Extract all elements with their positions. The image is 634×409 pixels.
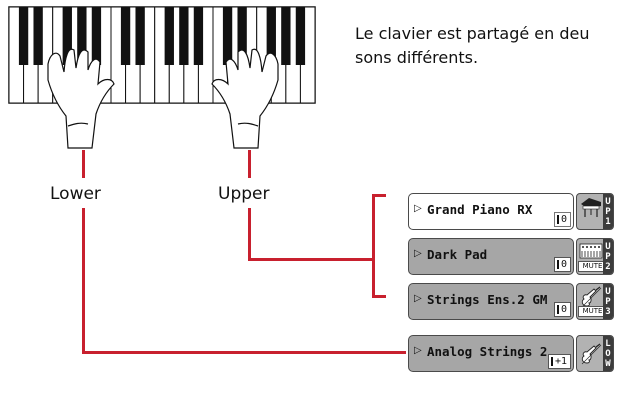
octave-icon — [556, 305, 559, 314]
caption-line-2: sons différents. — [355, 48, 479, 67]
upper-label: Upper — [218, 184, 270, 204]
track-sound-name: Analog Strings 2 — [427, 344, 548, 359]
black-key — [237, 7, 247, 65]
violin-icon — [581, 343, 602, 365]
track-icon-box-upper-3[interactable]: MUTE U P 3 — [576, 283, 614, 320]
play-arrow-icon: ▷ — [414, 345, 422, 356]
track-icon-box-upper-2[interactable]: MUTE U P 2 — [576, 238, 614, 275]
black-key — [295, 7, 306, 65]
black-key — [18, 7, 29, 65]
track-lower[interactable]: ▷ Analog Strings 2 +1 — [408, 335, 574, 372]
track-label-lower: L O W — [603, 336, 613, 371]
black-key — [179, 7, 189, 65]
caption-line-1: Le clavier est partagé en deu — [355, 24, 590, 43]
black-key — [193, 7, 204, 65]
black-key — [62, 7, 72, 65]
black-key — [222, 7, 233, 65]
black-key — [120, 7, 131, 65]
track-icon-box-lower[interactable]: L O W — [576, 335, 614, 372]
upper-connector-horizontal — [248, 258, 374, 261]
play-arrow-icon: ▷ — [414, 293, 422, 304]
black-key — [91, 7, 102, 65]
bracket-top — [372, 194, 386, 197]
black-key — [164, 7, 174, 65]
track-sound-name: Grand Piano RX — [427, 202, 533, 217]
lower-connector-top — [82, 150, 85, 178]
black-key — [33, 7, 43, 65]
right-hand-icon — [211, 48, 279, 149]
octave-transpose-indicator: 0 — [553, 257, 571, 272]
octave-transpose-indicator: 0 — [553, 302, 571, 317]
upper-connector-top — [248, 150, 251, 178]
track-label-upper-2: U P 2 — [603, 239, 613, 274]
violin-icon — [581, 286, 602, 308]
black-key — [135, 7, 145, 65]
play-arrow-icon: ▷ — [414, 203, 422, 214]
track-label-upper-3: U P 3 — [603, 284, 613, 319]
track-sound-name: Strings Ens.2 GM — [427, 292, 548, 307]
caption-text: Le clavier est partagé en deu sons diffé… — [355, 22, 634, 70]
upper-connector-vertical — [248, 208, 251, 260]
octave-icon — [556, 215, 559, 224]
black-key — [281, 7, 291, 65]
lower-connector-vertical — [82, 208, 85, 354]
octave-icon — [556, 260, 559, 269]
left-hand-icon — [47, 48, 115, 149]
track-upper-3[interactable]: ▷ Strings Ens.2 GM 0 — [408, 283, 574, 320]
black-key — [77, 7, 87, 65]
track-label-upper-1: U P 1 — [603, 194, 613, 229]
black-key — [266, 7, 276, 65]
track-upper-2[interactable]: ▷ Dark Pad 0 — [408, 238, 574, 275]
octave-icon — [550, 357, 553, 366]
bracket-vertical — [372, 194, 375, 298]
lower-connector-horizontal — [82, 351, 406, 354]
pad-module-icon — [579, 243, 603, 259]
grand-piano-icon — [581, 198, 601, 217]
piano-keyboard — [8, 6, 316, 104]
bracket-bottom — [372, 295, 386, 298]
keyboard-hands-illustration — [8, 6, 316, 149]
track-sound-name: Dark Pad — [427, 247, 488, 262]
lower-label: Lower — [50, 184, 101, 204]
play-arrow-icon: ▷ — [414, 248, 422, 259]
octave-transpose-indicator: +1 — [547, 354, 571, 369]
octave-transpose-indicator: 0 — [553, 212, 571, 227]
track-upper-1[interactable]: ▷ Grand Piano RX 0 — [408, 193, 574, 230]
track-icon-box-upper-1[interactable]: U P 1 — [576, 193, 614, 230]
